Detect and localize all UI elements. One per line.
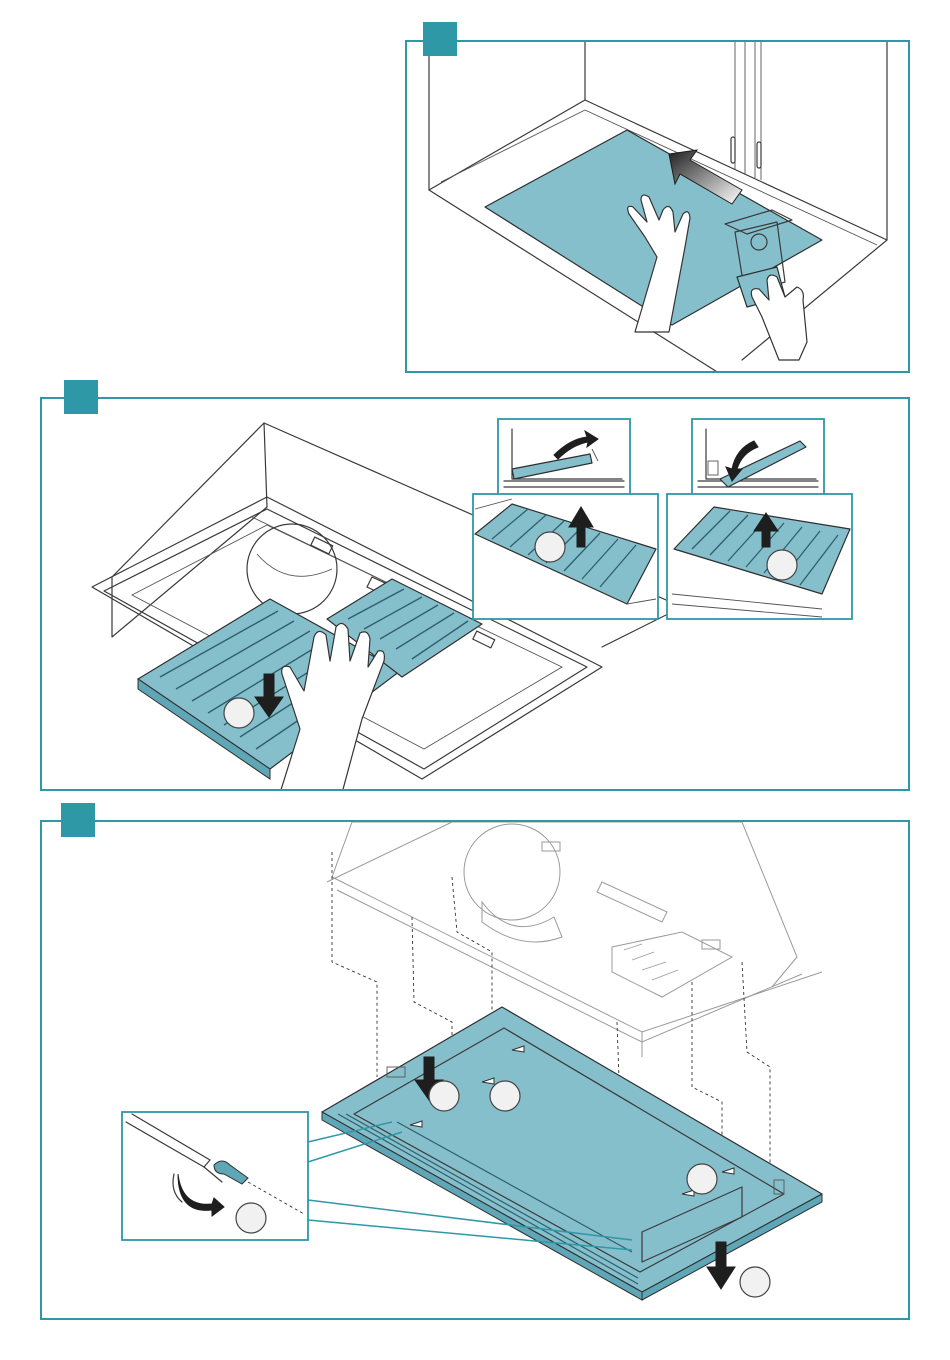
detail-b-bottom bbox=[667, 494, 852, 619]
cooker-hood-housing-ghost bbox=[327, 822, 822, 1057]
callout-circle bbox=[490, 1081, 520, 1111]
callout-circle bbox=[740, 1267, 770, 1297]
step-1-illustration bbox=[407, 42, 910, 373]
detail-b-top bbox=[692, 419, 824, 497]
step-2-panel bbox=[40, 397, 910, 791]
callout-circle bbox=[429, 1081, 459, 1111]
step-1-panel bbox=[405, 40, 910, 373]
callout-circle bbox=[767, 550, 797, 580]
step-2-illustration bbox=[42, 399, 910, 791]
step-1-marker bbox=[423, 22, 457, 56]
callout-circle bbox=[236, 1203, 266, 1233]
detail-a-top bbox=[498, 419, 630, 497]
detail-a-bottom bbox=[473, 494, 658, 619]
step-3-illustration bbox=[42, 822, 910, 1320]
decorative-frame bbox=[322, 1007, 822, 1300]
step-3-marker bbox=[61, 803, 95, 837]
callout-circle bbox=[535, 532, 565, 562]
step-3-panel bbox=[40, 820, 910, 1320]
callout-circle bbox=[224, 698, 254, 728]
callout-circle bbox=[687, 1164, 717, 1194]
step-2-marker bbox=[64, 380, 98, 414]
